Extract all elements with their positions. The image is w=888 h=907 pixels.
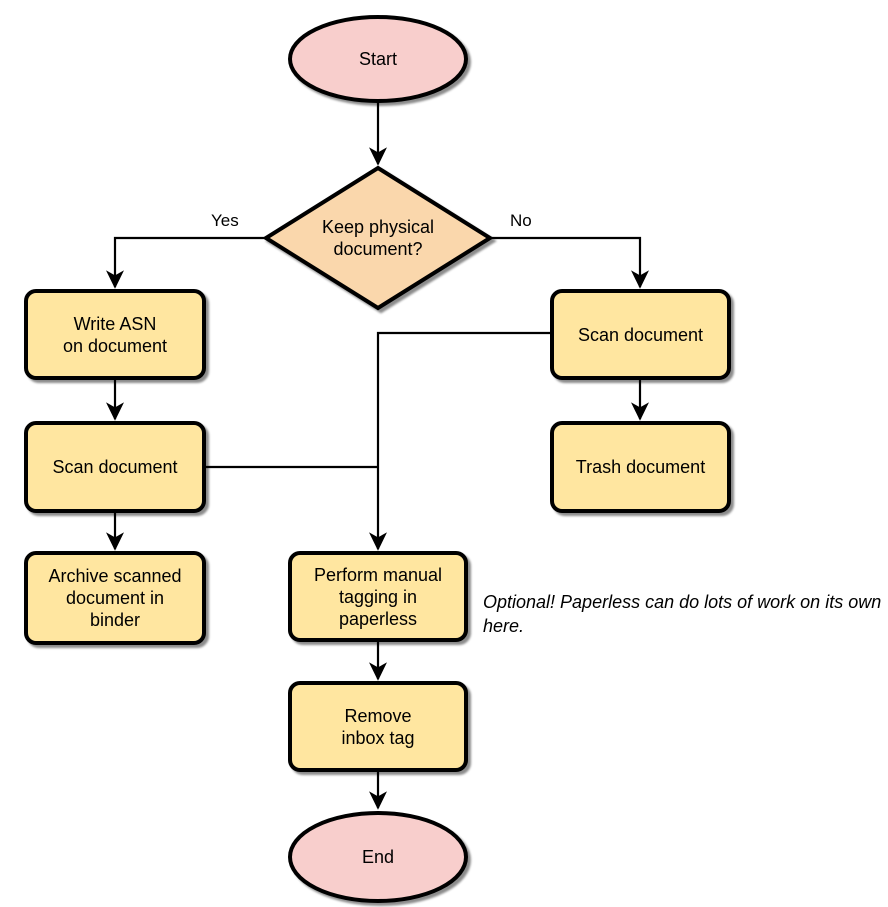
- node-decision-keep-physical-document[interactable]: [262, 165, 494, 311]
- node-end[interactable]: [288, 811, 468, 903]
- node-start[interactable]: [288, 15, 468, 103]
- node-trash-document[interactable]: [550, 421, 731, 513]
- node-perform-manual-tagging[interactable]: [288, 551, 468, 642]
- edge-layer: [105, 101, 650, 810]
- edge-scan-right-to-manual-tag: [368, 331, 552, 551]
- edge-label-yes: Yes: [209, 211, 241, 231]
- optional-note-line-1: Optional! Paperless can do lots of work …: [483, 592, 821, 612]
- optional-note-line-2: its own here.: [483, 592, 882, 636]
- node-layer: [24, 15, 731, 903]
- node-archive-scanned-document[interactable]: [24, 551, 206, 645]
- node-write-asn[interactable]: [24, 289, 206, 380]
- node-scan-document-right[interactable]: [550, 289, 731, 380]
- optional-note: Optional! Paperless can do lots of work …: [483, 590, 883, 638]
- node-remove-inbox-tag[interactable]: [288, 681, 468, 772]
- edge-label-no: No: [508, 211, 534, 231]
- edge-decision-no-to-scan-right: [490, 236, 650, 289]
- edge-decision-yes-to-write-asn: [105, 236, 265, 289]
- node-scan-document-left[interactable]: [24, 421, 206, 513]
